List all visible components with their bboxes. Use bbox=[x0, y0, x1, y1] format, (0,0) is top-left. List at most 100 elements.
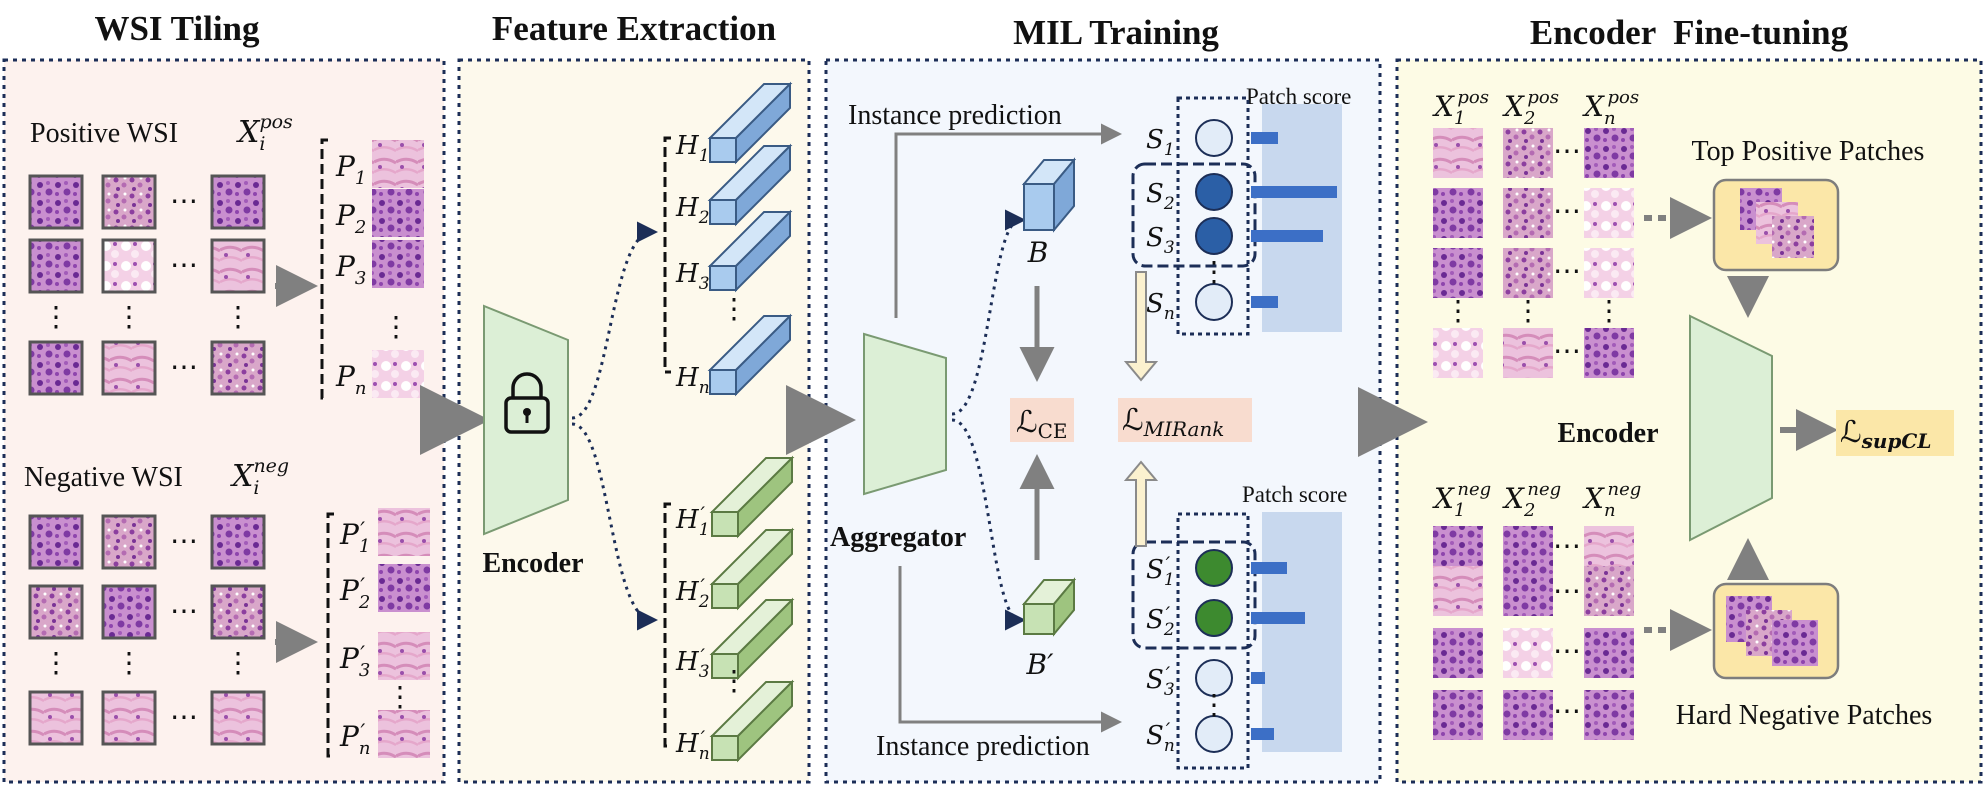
patch-label: Pn′ bbox=[339, 720, 370, 759]
feature-cube bbox=[709, 527, 795, 611]
score-label: Sn′ bbox=[1146, 718, 1175, 756]
feature-label: H2′ bbox=[675, 574, 710, 612]
aggregator-to-bag-positive bbox=[951, 209, 1026, 416]
title-feature-extraction: Feature Extraction bbox=[492, 9, 776, 48]
patch-thumbnail bbox=[372, 140, 424, 188]
top-instance-selection bbox=[1131, 162, 1257, 268]
feature-cube bbox=[709, 455, 795, 539]
feature-cube bbox=[707, 81, 793, 165]
patch-thumbnail bbox=[378, 564, 430, 612]
feature-cube bbox=[709, 679, 795, 763]
bracket bbox=[663, 502, 671, 748]
score-label: S2′ bbox=[1146, 602, 1175, 640]
patch-thumbnail bbox=[378, 508, 430, 556]
ellipsis: ⋯ bbox=[1553, 256, 1581, 287]
score-column-box-top bbox=[1176, 96, 1250, 336]
mirank-down-arrow bbox=[1123, 460, 1159, 547]
patch-score-bottom-label: Patch score bbox=[1242, 482, 1347, 507]
feature-cube bbox=[707, 209, 793, 293]
loss-ce-box bbox=[1010, 398, 1074, 442]
patch-label: P2′ bbox=[339, 574, 370, 613]
patch-label: P1 bbox=[335, 150, 366, 189]
positive-wsi-grid bbox=[28, 174, 266, 396]
loss-supcl: ℒsupCL bbox=[1840, 415, 1931, 453]
bracket bbox=[326, 512, 334, 758]
patch-label: P3′ bbox=[339, 642, 370, 681]
bracket bbox=[320, 138, 328, 400]
patch-thumbnail bbox=[372, 350, 424, 398]
ellipsis: ⋯ bbox=[1553, 636, 1581, 667]
score-label: Sn bbox=[1146, 289, 1175, 324]
bracket bbox=[663, 136, 671, 374]
score-bar bbox=[1251, 186, 1337, 198]
loss-ce: ℒCE bbox=[1016, 405, 1068, 443]
score-bar bbox=[1251, 728, 1274, 740]
finetune-positive-header: X2pos bbox=[1502, 87, 1559, 129]
vellipsis: ⋮ bbox=[224, 302, 252, 333]
vellipsis: ⋮ bbox=[382, 312, 410, 343]
top-instance-selection-negative bbox=[1131, 540, 1257, 650]
vellipsis: ⋮ bbox=[720, 294, 748, 325]
vellipsis: ⋮ bbox=[1200, 257, 1228, 288]
stacked-patch bbox=[1772, 620, 1818, 666]
negative-wsi-label: Negative WSI bbox=[24, 462, 183, 493]
ellipsis: ⋯ bbox=[1553, 196, 1581, 227]
score-node bbox=[1195, 715, 1233, 753]
top-positive-patches-label: Top Positive Patches bbox=[1692, 136, 1925, 167]
score-bar bbox=[1251, 230, 1323, 242]
title-mil-training: MIL Training bbox=[1013, 13, 1219, 52]
feature-label: H2 bbox=[675, 193, 710, 228]
patch-thumbnail bbox=[372, 189, 424, 237]
patch-thumbnail bbox=[378, 710, 430, 758]
mirank-up-arrow bbox=[1123, 271, 1159, 382]
ellipsis: ⋯ bbox=[1553, 696, 1581, 727]
feature-label: Hn bbox=[675, 363, 710, 398]
vellipsis: ⋮ bbox=[1444, 296, 1472, 327]
aggregator-to-bag-negative bbox=[951, 418, 1026, 631]
ellipsis: ⋯ bbox=[170, 186, 198, 217]
feature-cube bbox=[709, 597, 795, 681]
stacked-patch bbox=[1772, 216, 1814, 258]
finetune-positive-grid bbox=[1433, 128, 1634, 378]
feature-label: H1′ bbox=[675, 502, 710, 540]
score-node bbox=[1195, 659, 1233, 697]
vellipsis: ⋮ bbox=[115, 648, 143, 679]
aggregator-trapezoid bbox=[863, 332, 947, 496]
negative-score-list: S1′S2′S3′Sn′ bbox=[1146, 549, 1305, 756]
vellipsis: ⋮ bbox=[42, 648, 70, 679]
score-node bbox=[1195, 119, 1233, 157]
negative-patch-list: P1′P2′P3′Pn′⋮ bbox=[339, 508, 430, 759]
feature-cube bbox=[707, 313, 793, 397]
score-bar bbox=[1251, 296, 1278, 308]
patch-thumbnail bbox=[372, 240, 424, 288]
feature-label: H3 bbox=[675, 259, 710, 294]
encoder-to-negative-features bbox=[571, 422, 658, 631]
bag-negative-label: B′ bbox=[1026, 648, 1055, 681]
score-label: S2 bbox=[1146, 179, 1175, 214]
negative-wsi-symbol: Xineg bbox=[230, 455, 289, 499]
loss-mirank: ℒMIRank bbox=[1122, 403, 1224, 441]
title-encoder-finetuning: Encoder Fine-tuning bbox=[1530, 13, 1849, 52]
feature-cube bbox=[707, 143, 793, 227]
score-node-selected bbox=[1195, 173, 1233, 211]
ellipsis: ⋯ bbox=[1553, 336, 1581, 367]
feature-label: H1 bbox=[675, 131, 710, 166]
score-bar bbox=[1251, 562, 1287, 574]
vellipsis: ⋮ bbox=[42, 302, 70, 333]
vellipsis: ⋮ bbox=[115, 302, 143, 333]
finetune-negative-header: X2neg bbox=[1502, 479, 1561, 521]
finetune-negative-grid bbox=[1433, 526, 1634, 740]
negative-feature-list: H1′H2′H3′Hn′ bbox=[675, 455, 795, 764]
instance-prediction-bottom-label: Instance prediction bbox=[876, 731, 1090, 762]
positive-wsi-label: Positive WSI bbox=[30, 118, 178, 149]
negative-wsi-grid bbox=[28, 514, 266, 746]
patch-thumbnail bbox=[378, 632, 430, 680]
loss-supcl-box bbox=[1836, 410, 1954, 456]
vellipsis: ⋮ bbox=[1514, 296, 1542, 327]
encoder-label: Encoder bbox=[482, 548, 583, 579]
ellipsis: ⋯ bbox=[170, 526, 198, 557]
